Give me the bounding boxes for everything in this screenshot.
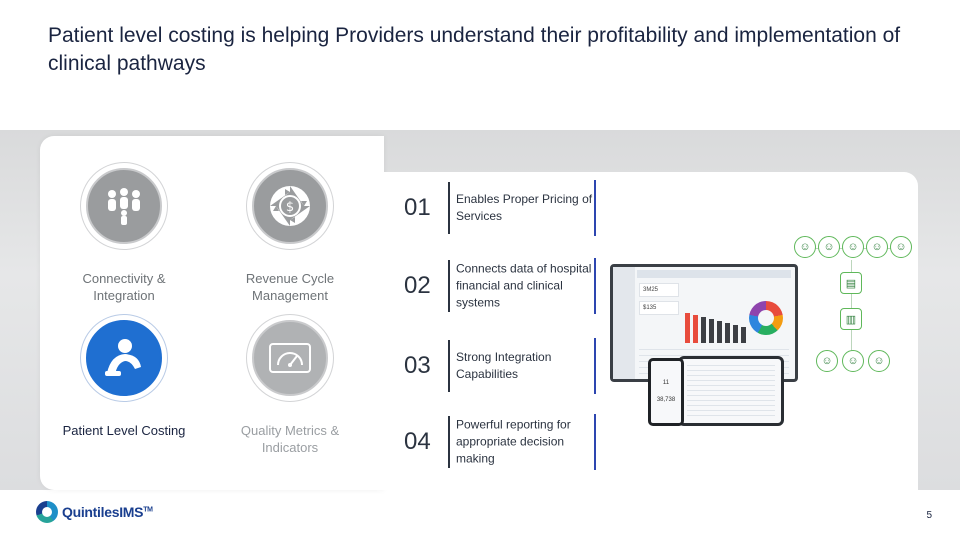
slide-title: Patient level costing is helping Provide… bbox=[48, 24, 901, 75]
dashboard-donut-chart bbox=[749, 301, 783, 335]
person-icon: ☺ bbox=[842, 236, 864, 258]
dollar-cycle-icon: $ bbox=[252, 168, 328, 244]
clipboard-icon: ▤ bbox=[840, 272, 862, 294]
person-icon: ☺ bbox=[818, 236, 840, 258]
phone-dashboard: 11 38,738 bbox=[648, 358, 684, 426]
person-icon: ☺ bbox=[890, 236, 912, 258]
benefit-separator bbox=[448, 340, 450, 392]
dashboard-kpi: $135 bbox=[639, 301, 679, 315]
person-icon: ☺ bbox=[866, 236, 888, 258]
dashboard-bar-chart bbox=[685, 309, 749, 343]
dashboard-sidebar bbox=[613, 267, 635, 379]
benefit-separator bbox=[448, 416, 450, 468]
patient-icon bbox=[86, 320, 162, 396]
tile-quality-metrics[interactable]: Quality Metrics & Indicators bbox=[220, 320, 360, 456]
benefit-separator bbox=[448, 260, 450, 312]
person-icon: ☺ bbox=[816, 350, 838, 372]
benefit-text: Powerful reporting for appropriate decis… bbox=[456, 417, 571, 466]
logo-mark-icon bbox=[36, 501, 58, 523]
benefit-item-03: 03 Strong Integration Capabilities bbox=[404, 336, 604, 396]
stakeholder-network-image: ☺ ☺ ☺ ☺ ☺ ▤ ▥ ☺ ☺ ☺ bbox=[790, 236, 912, 386]
benefit-accent-bar bbox=[594, 258, 596, 314]
logo-wordmark: QuintilesIMSTM bbox=[62, 504, 153, 520]
tile-label: Connectivity & Integration bbox=[82, 271, 166, 303]
chart-icon: ▥ bbox=[840, 308, 862, 330]
dashboard-header bbox=[637, 270, 791, 278]
tile-revenue-cycle[interactable]: $ Revenue Cycle Management bbox=[220, 168, 360, 304]
phone-value: 38,738 bbox=[656, 397, 676, 403]
benefit-text: Strong Integration Capabilities bbox=[456, 350, 552, 381]
person-icon: ☺ bbox=[842, 350, 864, 372]
benefit-text: Connects data of hospital financial and … bbox=[456, 261, 592, 310]
gauge-icon bbox=[252, 320, 328, 396]
benefit-number: 02 bbox=[404, 272, 431, 299]
svg-text:$: $ bbox=[286, 200, 294, 215]
benefit-item-01: 01 Enables Proper Pricing of Services bbox=[404, 178, 604, 238]
benefit-number: 03 bbox=[404, 352, 431, 379]
benefit-item-04: 04 Powerful reporting for appropriate de… bbox=[404, 412, 604, 472]
person-icon: ☺ bbox=[794, 236, 816, 258]
benefit-item-02: 02 Connects data of hospital financial a… bbox=[404, 256, 604, 316]
benefit-text: Enables Proper Pricing of Services bbox=[456, 192, 593, 223]
tile-patient-costing[interactable]: Patient Level Costing bbox=[54, 320, 194, 439]
tile-label: Patient Level Costing bbox=[62, 423, 186, 438]
company-logo: QuintilesIMSTM bbox=[36, 500, 153, 524]
benefit-accent-bar bbox=[594, 414, 596, 470]
tile-connectivity[interactable]: Connectivity & Integration bbox=[54, 168, 194, 304]
dashboard-kpi: 3M25 bbox=[639, 283, 679, 297]
dashboard-devices-image: 3M25 $135 11 38,738 bbox=[610, 228, 910, 428]
phone-value: 11 bbox=[662, 380, 670, 386]
benefit-accent-bar bbox=[594, 338, 596, 394]
benefit-number: 01 bbox=[404, 194, 431, 221]
page-number: 5 bbox=[926, 510, 932, 521]
people-network-icon bbox=[86, 168, 162, 244]
tile-label: Revenue Cycle Management bbox=[245, 271, 335, 303]
tablet-dashboard bbox=[678, 356, 784, 426]
benefit-accent-bar bbox=[594, 180, 596, 236]
tile-label: Quality Metrics & Indicators bbox=[240, 423, 340, 455]
person-icon: ☺ bbox=[868, 350, 890, 372]
benefit-separator bbox=[448, 182, 450, 234]
benefit-number: 04 bbox=[404, 428, 431, 455]
